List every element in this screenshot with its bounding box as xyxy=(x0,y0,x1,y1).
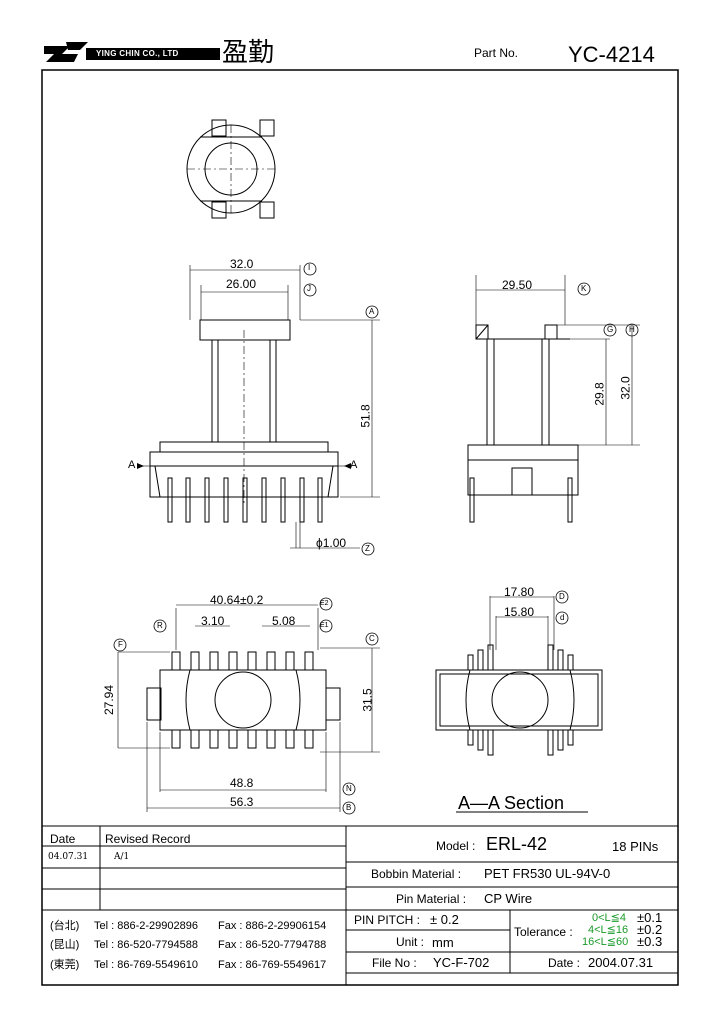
contact-fax: Fax : 886-2-29906154 xyxy=(218,920,327,932)
callout-c: C xyxy=(369,634,375,643)
tol-value: ±0.1 xyxy=(637,910,663,925)
dim-pitch2: 5.08 xyxy=(272,614,296,628)
dim-top-inner: 26.00 xyxy=(226,277,257,291)
drawing-border xyxy=(41,69,679,986)
bobbin-label: Bobbin Material : xyxy=(371,867,462,881)
tolerance-label: Tolerance : xyxy=(514,925,573,939)
model-label: Model : xyxy=(436,839,476,853)
date-value: 2004.07.31 xyxy=(588,955,654,970)
pitch-value: ± 0.2 xyxy=(430,912,459,927)
section-view xyxy=(435,596,603,813)
rev-col-date: Date xyxy=(50,832,76,846)
unit-label: Unit : xyxy=(396,935,425,949)
bottom-pins xyxy=(171,651,314,749)
dim-section-w1: 17.80 xyxy=(504,585,535,599)
section-a-right: A xyxy=(350,459,358,471)
contact-city: (昆山) xyxy=(50,939,80,951)
callout-z: Z xyxy=(365,544,370,553)
pin-count: 18 PINs xyxy=(612,839,659,854)
part-number: YC-4214 xyxy=(568,42,655,67)
pin-material-label: Pin Material : xyxy=(396,892,467,906)
dim-section-w2: 15.80 xyxy=(504,605,535,619)
callout-f: F xyxy=(118,640,123,649)
contact-tel: Tel : 886-2-29902896 xyxy=(94,920,198,932)
tol-range: 4<L≦16 xyxy=(588,924,629,936)
section-title: A—A Section xyxy=(458,793,565,813)
rev-col-record: Revised Record xyxy=(105,832,191,846)
unit-value: mm xyxy=(432,935,454,950)
dim-top-width: 32.0 xyxy=(230,257,254,271)
top-view xyxy=(186,119,276,219)
contact-fax: Fax : 86-769-5549617 xyxy=(218,959,327,971)
tol-value: ±0.2 xyxy=(637,922,663,937)
callout-n: N xyxy=(346,784,352,793)
contact-city: (台北) xyxy=(50,920,80,932)
model-value: ERL-42 xyxy=(486,834,548,854)
company-logo: YING CHIN CO., LTD xyxy=(42,40,220,64)
callout-d-lower: d xyxy=(560,613,565,622)
tol-range: 16<L≦60 xyxy=(582,936,629,948)
front-view xyxy=(137,265,380,549)
company-name: YING CHIN CO., LTD xyxy=(96,49,179,58)
tol-value: ±0.3 xyxy=(637,934,663,949)
callout-r: R xyxy=(157,621,163,630)
section-fins xyxy=(467,644,574,756)
pin-material-value: CP Wire xyxy=(484,891,533,906)
callout-h: H xyxy=(629,325,635,334)
part-label: Part No. xyxy=(474,46,519,60)
callout-e2: E2 xyxy=(320,600,329,607)
callout-d-upper: D xyxy=(559,592,565,601)
pitch-label: PIN PITCH : xyxy=(354,913,421,927)
dim-side-width: 29.50 xyxy=(502,278,533,292)
callout-a: A xyxy=(369,307,375,316)
contact-city: (東莞) xyxy=(50,959,80,971)
rev-row-date: 04.07.31 xyxy=(48,852,89,862)
dim-pitch1: 3.10 xyxy=(201,614,225,628)
callout-k: K xyxy=(581,284,587,293)
tol-range: 0<L≦4 xyxy=(592,912,626,924)
callout-g: G xyxy=(607,325,614,334)
bobbin-value: PET FR530 UL-94V-0 xyxy=(484,866,611,881)
front-pins xyxy=(167,477,323,523)
file-value: YC-F-702 xyxy=(433,955,490,970)
contact-tel: Tel : 86-520-7794588 xyxy=(94,939,198,951)
file-label: File No : xyxy=(372,956,417,970)
dim-bottom-w2: 56.3 xyxy=(230,795,254,809)
rev-row-record: A/1 xyxy=(114,852,130,862)
contact-fax: Fax : 86-520-7794788 xyxy=(218,939,327,951)
section-a-left: A xyxy=(128,459,136,471)
date-label: Date : xyxy=(548,956,581,970)
callout-b: B xyxy=(346,803,352,812)
callout-circles xyxy=(113,262,639,815)
company-name-cn: 盈勤 xyxy=(222,38,275,68)
contact-tel: Tel : 86-769-5549610 xyxy=(94,959,198,971)
bottom-view xyxy=(117,604,380,812)
dim-pin-span: 40.64±0.2 xyxy=(210,593,264,607)
callout-i: I xyxy=(308,263,311,272)
dim-bottom-w1: 48.8 xyxy=(230,776,254,790)
callout-j: J xyxy=(307,284,311,293)
dim-pin-dia: ϕ1.00 xyxy=(316,536,347,550)
logo-mark xyxy=(42,42,220,62)
callout-e1: E1 xyxy=(320,622,329,629)
side-view xyxy=(467,275,640,523)
